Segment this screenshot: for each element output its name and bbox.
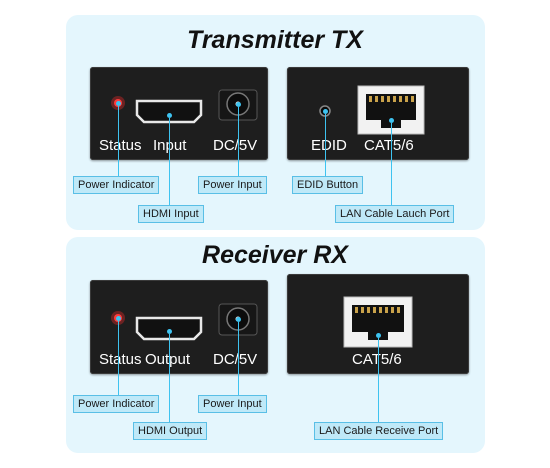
- tx-edid-text: EDID: [311, 137, 347, 154]
- rx-output-text: Output: [145, 351, 191, 368]
- rx-hdmi-dot: [167, 329, 172, 334]
- tx-cat-text: CAT5/6: [364, 137, 414, 154]
- rx-status-line: [118, 321, 119, 396]
- rx-status-text: Status: [99, 351, 142, 368]
- rx-lan-line: [378, 338, 379, 423]
- hdmi-port-icon: [135, 99, 203, 124]
- tx-edid-dot: [323, 109, 328, 114]
- rx-status-dot: [116, 316, 121, 321]
- tx-dc-line: [238, 107, 239, 177]
- tx-dc-dot: [236, 102, 241, 107]
- tx-hdmi-line: [169, 118, 170, 206]
- rx-power-input-label: Power Input: [198, 395, 267, 413]
- tx-hdmi-dot: [167, 113, 172, 118]
- tx-dc-text: DC/5V: [213, 137, 258, 154]
- rx-dc-dot: [236, 317, 241, 322]
- tx-edid-line: [325, 114, 326, 177]
- transmitter-title: Transmitter TX: [187, 26, 363, 54]
- tx-lan-line: [391, 123, 392, 206]
- tx-lan-dot: [389, 118, 394, 123]
- rx-power-indicator-label: Power Indicator: [73, 395, 160, 413]
- rx-dc-text: DC/5V: [213, 351, 258, 368]
- rx-lan-dot: [376, 333, 381, 338]
- tx-power-indicator-label: Power Indicator: [73, 176, 160, 194]
- tx-edid-button-label: EDID Button: [292, 176, 364, 194]
- tx-power-input-label: Power Input: [198, 176, 267, 194]
- rx-lan-port-label: LAN Cable Receive Port: [314, 422, 444, 440]
- rx-hdmi-line: [169, 334, 170, 423]
- receiver-title: Receiver RX: [202, 241, 348, 269]
- rx-hdmi-port-icon: [135, 316, 203, 341]
- tx-lan-port-label: LAN Cable Lauch Port: [335, 205, 455, 223]
- tx-status-line: [118, 106, 119, 177]
- rx-dc-line: [238, 322, 239, 396]
- tx-status-text: Status: [99, 137, 142, 154]
- tx-status-dot: [116, 101, 121, 106]
- rx-cat-text: CAT5/6: [352, 351, 402, 368]
- tx-hdmi-input-label: HDMI Input: [138, 205, 204, 223]
- rx-hdmi-output-label: HDMI Output: [133, 422, 208, 440]
